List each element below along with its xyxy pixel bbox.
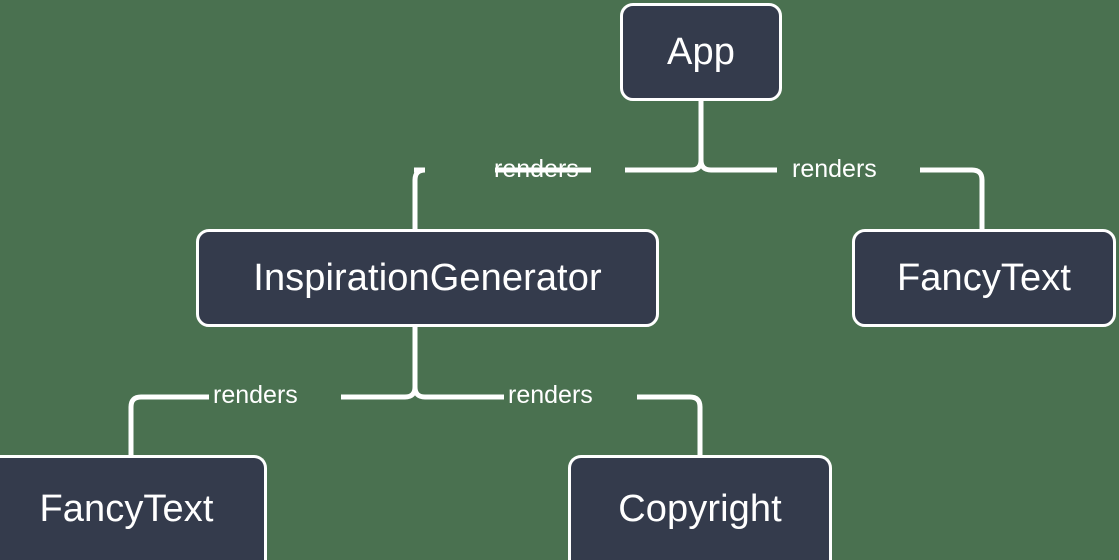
node-fancy-text-right-label: FancyText xyxy=(896,257,1072,299)
edge-label-inspirationgenerator-to-copyright: renders xyxy=(508,381,593,409)
node-fancy-text-bottom-label: FancyText xyxy=(39,488,214,530)
edge-label-app-to-fancytext-right: renders xyxy=(792,155,877,183)
node-fancy-text-bottom[interactable]: FancyText xyxy=(0,455,267,560)
node-app[interactable]: App xyxy=(620,3,782,101)
edge-label-app-to-inspirationgenerator: renders xyxy=(494,155,579,183)
node-inspiration-generator-label: InspirationGenerator xyxy=(253,257,602,299)
edge-label-inspirationgenerator-to-fancytext-bottom: renders xyxy=(213,381,298,409)
node-fancy-text-right[interactable]: FancyText xyxy=(852,229,1116,327)
node-inspiration-generator[interactable]: InspirationGenerator xyxy=(196,229,659,327)
node-copyright-label: Copyright xyxy=(618,488,782,530)
node-copyright[interactable]: Copyright xyxy=(568,455,832,560)
node-app-label: App xyxy=(667,31,735,73)
